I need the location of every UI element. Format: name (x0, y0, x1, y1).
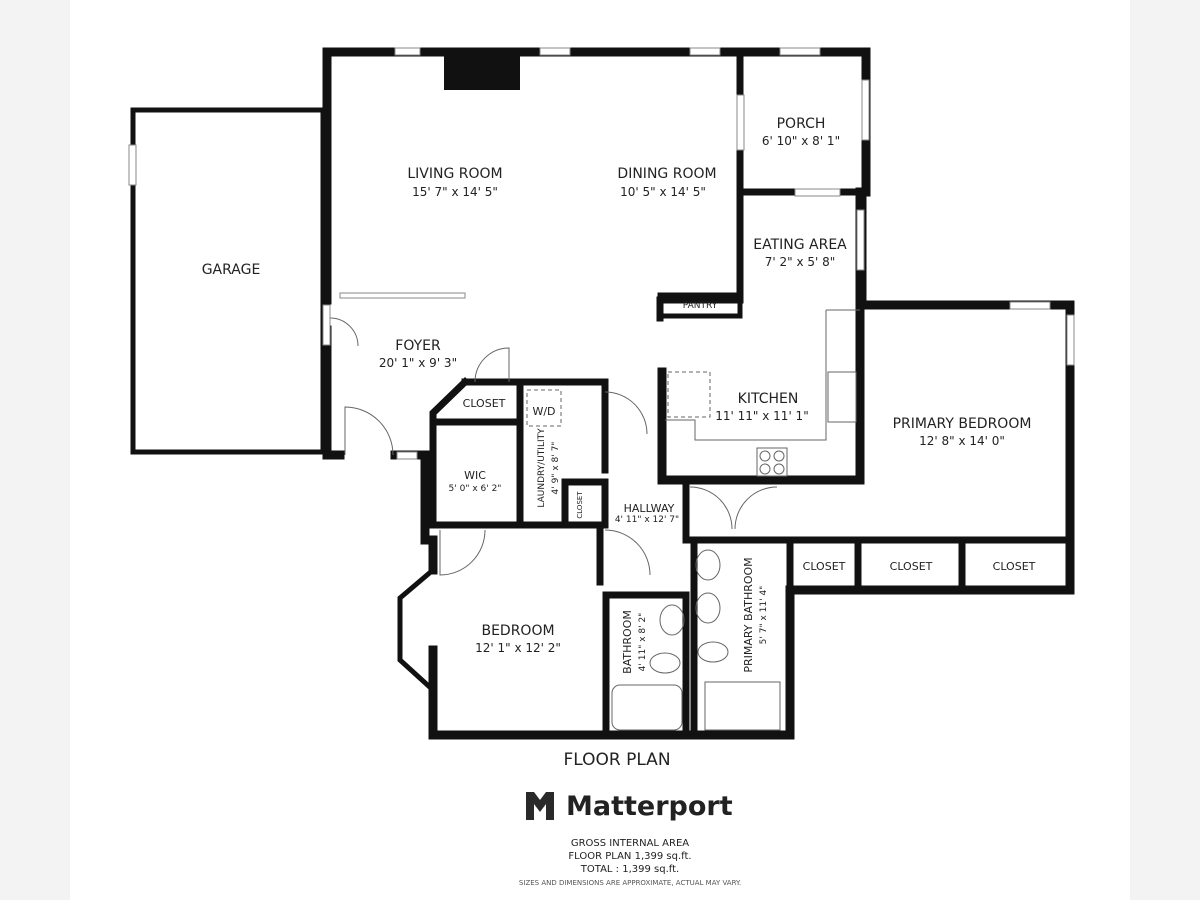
hallway-label: HALLWAY (623, 502, 675, 515)
primary-bedroom-dim: 12' 8" x 14' 0" (919, 434, 1005, 448)
sink (827, 371, 857, 423)
toilet (649, 652, 681, 674)
closet-label: CLOSET (992, 560, 1036, 573)
dining-room-label: DINING ROOM (617, 166, 717, 182)
garage-wall (130, 107, 326, 455)
closet-label: CLOSET (462, 397, 506, 410)
floor-plan-area: FLOOR PLAN 1,399 sq.ft. (568, 851, 692, 862)
pantry-wall (657, 292, 743, 319)
island-dashed (667, 371, 711, 418)
wd-dashed (526, 389, 562, 427)
wic-label: WIC (464, 469, 486, 482)
bath-sink (659, 604, 685, 636)
kitchen-counter (665, 309, 860, 441)
bathroom-dim: 4' 11" x 8' 2" (638, 612, 648, 672)
porch-dim: 6' 10" x 8' 1" (761, 134, 841, 148)
outer-walls (322, 47, 1075, 740)
shower (704, 681, 781, 731)
bay-window (397, 566, 437, 694)
foyer-dim: 20' 1" x 9' 3" (378, 356, 458, 370)
closet-label: CLOSET (802, 560, 846, 573)
primary-bedroom-label: PRIMARY BEDROOM (892, 416, 1032, 432)
bedroom-dim: 12' 1" x 12' 2" (475, 641, 561, 655)
living-room-label: LIVING ROOM (407, 166, 503, 182)
pantry-label: PANTRY (682, 301, 718, 311)
fireplace (444, 52, 520, 90)
porch-label: PORCH (776, 116, 826, 132)
eating-area-label: EATING AREA (753, 237, 847, 253)
wic-dim: 5' 0" x 6' 2" (448, 484, 502, 494)
wd-label: W/D (532, 405, 556, 418)
garage-label: GARAGE (201, 262, 261, 278)
gross-area-label: GROSS INTERNAL AREA (570, 838, 690, 849)
closets (786, 536, 966, 594)
cooktop (756, 447, 788, 477)
window (394, 47, 421, 56)
living-room-dim: 15' 7" x 14' 5" (412, 185, 498, 199)
disclaimer: SIZES AND DIMENSIONS ARE APPROXIMATE, AC… (518, 879, 742, 887)
dining-room-dim: 10' 5" x 14' 5" (620, 185, 706, 199)
matterport-logo-icon (526, 792, 554, 820)
bathtub (611, 684, 683, 731)
foyer-label: FOYER (395, 338, 441, 354)
kitchen-label: KITCHEN (737, 391, 799, 407)
bathroom-label: BATHROOM (621, 610, 634, 674)
eating-area-dim: 7' 2" x 5' 8" (764, 255, 836, 269)
bedroom-label: BEDROOM (481, 623, 555, 639)
laundry-dim: 4' 9" x 8' 7" (551, 441, 561, 495)
total-area: TOTAL : 1,399 sq.ft. (580, 864, 680, 875)
closet-label: CLOSET (576, 491, 584, 519)
door-swings (329, 317, 778, 576)
plan-title: FLOOR PLAN (563, 750, 671, 770)
matterport-logo: Matterport (524, 790, 733, 822)
primary-bathroom-label: PRIMARY BATHROOM (742, 557, 755, 673)
brand-name: Matterport (566, 790, 733, 822)
primary-bathroom-dim: 5' 7" x 11' 4" (759, 585, 769, 645)
kitchen-dim: 11' 11" x 11' 1" (715, 409, 809, 423)
hallway-dim: 4' 11" x 12' 7" (614, 515, 680, 525)
closet-label: CLOSET (889, 560, 933, 573)
